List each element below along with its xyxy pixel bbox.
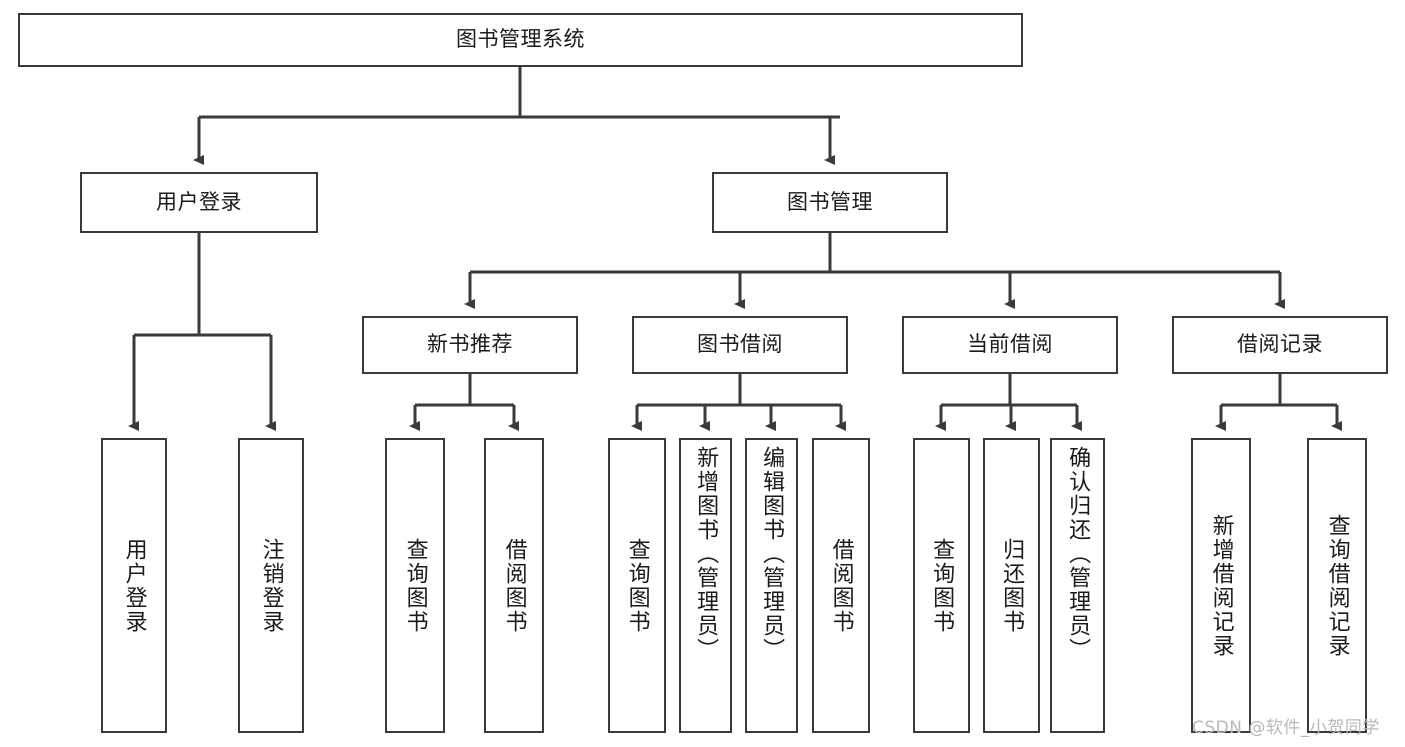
- node-leaf-user-login[interactable]: 用户登录: [101, 438, 167, 733]
- csdn-watermark: CSDN @软件_小贺同学: [1192, 718, 1380, 738]
- node-leaf-logout-label: 注销登录: [258, 537, 284, 634]
- node-leaf-borrow-book[interactable]: 借阅图书: [812, 438, 870, 733]
- node-leaf-logout[interactable]: 注销登录: [238, 438, 304, 733]
- node-leaf-return-book[interactable]: 归还图书: [983, 438, 1040, 733]
- node-leaf-add-borrow-record[interactable]: 新增借阅记录: [1191, 438, 1251, 733]
- node-leaf-query-borrow-record[interactable]: 查询借阅记录: [1307, 438, 1367, 733]
- node-leaf-add-book-admin[interactable]: 新增图书（管理员）: [679, 438, 732, 733]
- node-leaf-edit-book-admin-label: 编辑图书（管理员）: [759, 446, 785, 662]
- node-book-manage-label: 图书管理: [787, 189, 873, 214]
- node-leaf-rec-borrow-book-label: 借阅图书: [501, 537, 527, 634]
- node-leaf-rec-query-book[interactable]: 查询图书: [385, 438, 445, 733]
- node-current-borrow[interactable]: 当前借阅: [902, 316, 1118, 374]
- node-book-manage[interactable]: 图书管理: [712, 172, 948, 233]
- node-leaf-user-login-label: 用户登录: [121, 537, 147, 634]
- node-user-login-label: 用户登录: [156, 189, 242, 214]
- node-leaf-rec-borrow-book[interactable]: 借阅图书: [484, 438, 544, 733]
- node-leaf-cur-query-book-label: 查询图书: [929, 537, 955, 634]
- node-leaf-confirm-return-admin-label: 确认归还（管理员）: [1065, 446, 1091, 662]
- node-root[interactable]: 图书管理系统: [18, 13, 1023, 67]
- node-leaf-cur-query-book[interactable]: 查询图书: [913, 438, 970, 733]
- node-root-label: 图书管理系统: [456, 27, 585, 52]
- node-new-book-recommend[interactable]: 新书推荐: [362, 316, 578, 374]
- node-leaf-return-book-label: 归还图书: [999, 537, 1025, 634]
- node-borrow-record[interactable]: 借阅记录: [1172, 316, 1388, 374]
- node-leaf-add-book-admin-label: 新增图书（管理员）: [693, 446, 719, 662]
- node-leaf-query-borrow-record-label: 查询借阅记录: [1324, 513, 1350, 658]
- node-leaf-borrow-book-label: 借阅图书: [828, 537, 854, 634]
- node-leaf-confirm-return-admin[interactable]: 确认归还（管理员）: [1050, 438, 1105, 733]
- node-user-login[interactable]: 用户登录: [80, 172, 318, 233]
- node-leaf-borrow-query-book[interactable]: 查询图书: [608, 438, 666, 733]
- node-leaf-edit-book-admin[interactable]: 编辑图书（管理员）: [745, 438, 798, 733]
- node-leaf-borrow-query-book-label: 查询图书: [624, 537, 650, 634]
- node-leaf-add-borrow-record-label: 新增借阅记录: [1208, 513, 1234, 658]
- node-book-borrow[interactable]: 图书借阅: [632, 316, 848, 374]
- node-book-borrow-label: 图书借阅: [697, 332, 783, 357]
- node-new-book-recommend-label: 新书推荐: [427, 332, 513, 357]
- node-current-borrow-label: 当前借阅: [967, 332, 1053, 357]
- node-borrow-record-label: 借阅记录: [1237, 332, 1323, 357]
- node-leaf-rec-query-book-label: 查询图书: [402, 537, 428, 634]
